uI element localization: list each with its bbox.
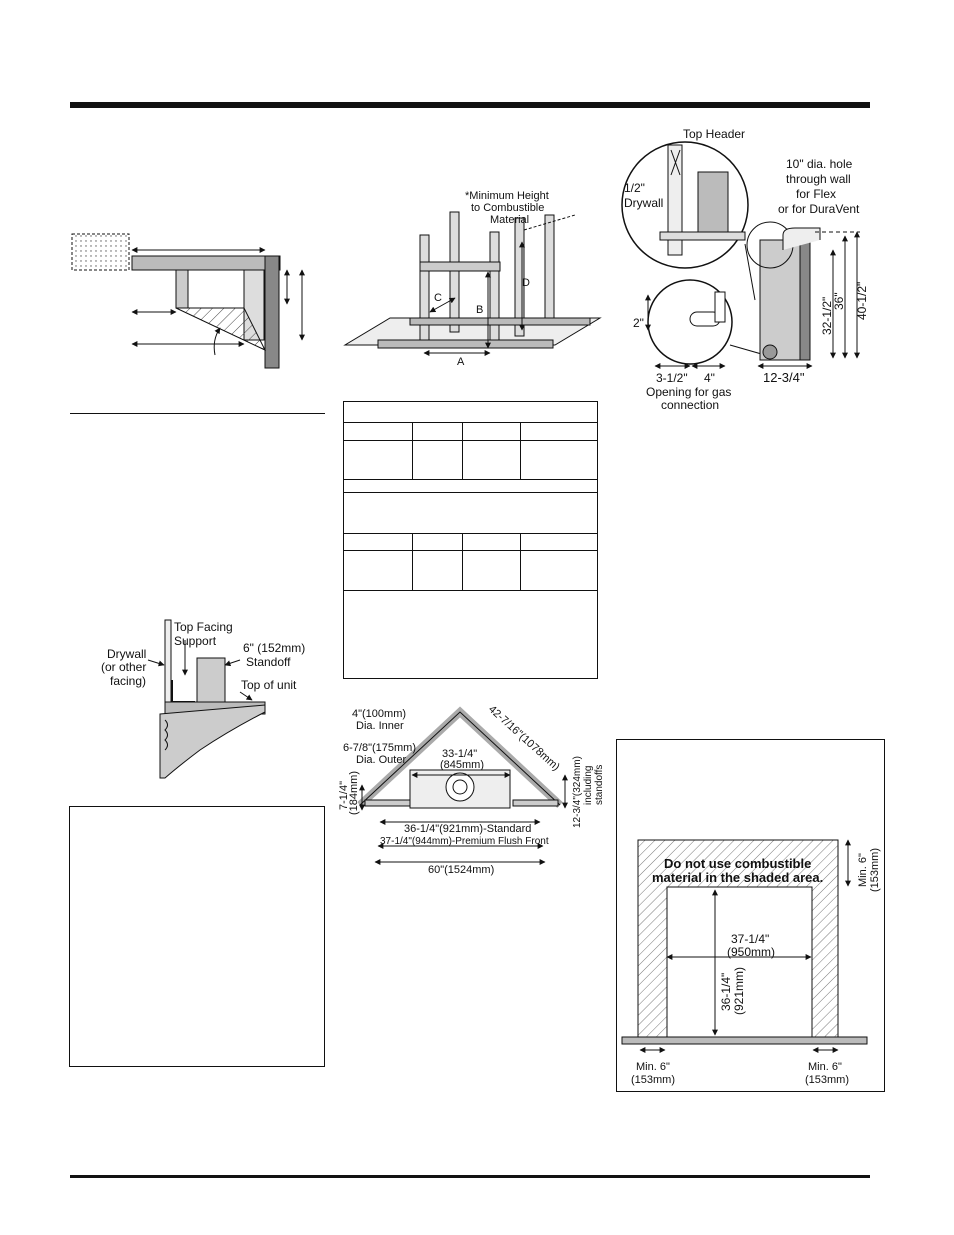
label-A: A <box>457 356 465 368</box>
dim-12: 12-3/4" <box>763 370 805 385</box>
min-top-2: (153mm) <box>869 848 881 892</box>
label-drywall-a: 1/2" <box>624 181 645 195</box>
clearance-table <box>343 401 598 679</box>
label-B: B <box>476 304 483 316</box>
footer-rule <box>70 1175 870 1178</box>
label-hole-4: or for DuraVent <box>778 202 860 216</box>
min-left-2: (153mm) <box>631 1074 675 1086</box>
notes-box <box>69 806 325 1067</box>
height-1: 36-1/4" <box>719 973 733 1011</box>
dim-36-std: 36-1/4"(921mm)-Standard <box>404 823 531 835</box>
label-min-height-3: Material <box>490 214 529 226</box>
dim-4: 4" <box>704 371 715 385</box>
label-top-facing-1: Top Facing <box>174 620 233 634</box>
dim-32: 32-1/2" <box>820 297 834 335</box>
label-drywall-3: facing) <box>110 674 146 688</box>
dim-40: 40-1/2" <box>855 282 869 320</box>
dim-33-1: 33-1/4" <box>442 748 477 760</box>
label-opening-2: connection <box>661 398 719 412</box>
label-drywall-1: Drywall <box>107 647 146 661</box>
label-hole-3: for Flex <box>796 187 836 201</box>
dim-12-1: 12-3/4"(324mm) <box>572 756 583 828</box>
label-D: D <box>522 277 530 289</box>
label-inner-2: Dia. Inner <box>356 720 404 732</box>
header-rule <box>70 102 870 108</box>
label-drywall-2: (or other <box>101 660 146 674</box>
wall-section <box>71 233 130 271</box>
dim-33-2: (845mm) <box>440 759 484 771</box>
label-standoff-1: 6" (152mm) <box>243 641 305 655</box>
label-top-header: Top Header <box>683 127 745 141</box>
label-top-facing-2: Support <box>174 634 217 648</box>
label-opening-1: Opening for gas <box>646 385 731 399</box>
label-outer-1: 6-7/8"(175mm) <box>343 742 416 754</box>
label-C: C <box>434 292 442 304</box>
label-outer-2: Dia. Outer <box>356 754 406 766</box>
label-drywall-b: Drywall <box>624 196 663 210</box>
min-right-1: Min. 6" <box>808 1061 842 1073</box>
dim-60: 60"(1524mm) <box>428 864 494 876</box>
label-min-height-2: to Combustible <box>471 202 544 214</box>
warning-line-1: Do not use combustible <box>664 856 811 871</box>
min-left-1: Min. 6" <box>636 1061 670 1073</box>
label-top-of-unit: Top of unit <box>241 678 297 692</box>
label-standoff-2: Standoff <box>246 655 291 669</box>
min-top-1: Min. 6" <box>857 853 869 887</box>
dim-7-2: (184mm) <box>348 771 360 815</box>
label-inner-1: 4"(100mm) <box>352 708 406 720</box>
width-2: (950mm) <box>727 945 775 959</box>
section-rule-left <box>70 413 325 414</box>
warning-line-2: material in the shaded area. <box>652 870 823 885</box>
label-hole-2: through wall <box>786 172 851 186</box>
dim-7-1: 7-1/4" <box>338 781 350 810</box>
label-hole-1: 10" dia. hole <box>786 157 853 171</box>
dim-37-premium: 37-1/4"(944mm)-Premium Flush Front <box>380 836 549 847</box>
min-right-2: (153mm) <box>805 1074 849 1086</box>
dim-2: 2" <box>633 316 644 330</box>
height-2: (921mm) <box>732 967 746 1015</box>
label-min-height-1: *Minimum Height <box>465 190 549 202</box>
dim-12-3: standoffs <box>594 765 605 805</box>
dim-36: 36" <box>832 292 846 310</box>
dim-3: 3-1/2" <box>656 371 688 385</box>
dim-12-2: including <box>583 766 594 805</box>
width-1: 37-1/4" <box>731 932 769 946</box>
